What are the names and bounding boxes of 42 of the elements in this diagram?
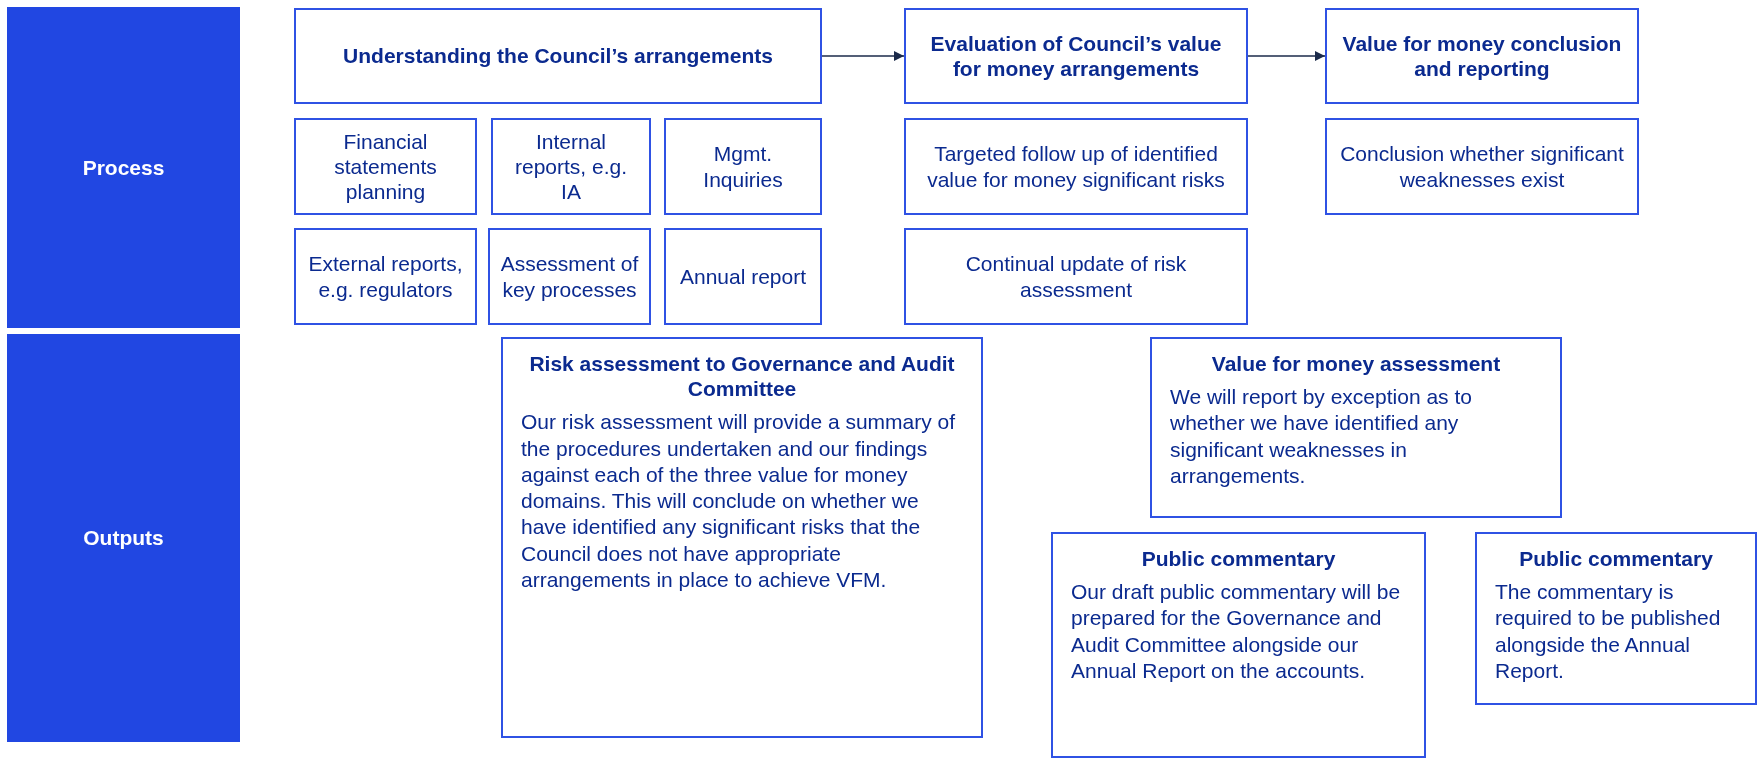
process-box bbox=[1325, 118, 1639, 215]
process-box bbox=[664, 228, 822, 325]
box-text: Targeted follow up of identified value for money significant risks bbox=[926, 141, 1226, 192]
box-heading: Value for money conclusion and reporting bbox=[1341, 30, 1623, 82]
stage-box bbox=[294, 8, 822, 104]
output-card bbox=[1051, 532, 1426, 758]
process-box bbox=[491, 118, 651, 215]
arrow bbox=[821, 51, 905, 61]
process-box bbox=[294, 228, 477, 325]
row-band bbox=[7, 7, 240, 328]
output-card bbox=[501, 337, 983, 738]
box-heading: Public commentary bbox=[1140, 546, 1337, 572]
process-box bbox=[664, 118, 822, 215]
row-label: Process bbox=[82, 155, 165, 180]
process-box bbox=[488, 228, 651, 325]
stage-box bbox=[904, 8, 1248, 104]
box-text: Internal reports, e.g. IA bbox=[513, 128, 629, 205]
box-text: Continual update of risk assessment bbox=[964, 251, 1188, 302]
output-card bbox=[1150, 337, 1562, 518]
box-text: We will report by exception as to whether we have identified any significant weaknesses in arrangements. bbox=[1170, 384, 1473, 489]
box-text: Conclusion whether significant weaknesses exist bbox=[1339, 141, 1625, 192]
box-heading: Value for money assessment bbox=[1210, 351, 1502, 377]
process-box bbox=[294, 118, 477, 215]
box-heading: Risk assessment to Governance and Audit Committee bbox=[528, 351, 956, 402]
box-text: Financial statements planning bbox=[333, 128, 438, 205]
row-band bbox=[7, 334, 240, 742]
box-heading: Understanding the Council’s arrangements bbox=[343, 43, 773, 69]
arrow bbox=[1247, 51, 1326, 61]
process-box bbox=[904, 228, 1248, 325]
stage-box bbox=[1325, 8, 1639, 104]
process-box bbox=[904, 118, 1248, 215]
box-text: Annual report bbox=[679, 263, 807, 290]
box-text: Mgmt. Inquiries bbox=[702, 141, 784, 192]
box-heading: Evaluation of Council’s value for money arrangements bbox=[929, 30, 1223, 82]
box-text: The commentary is required to be published alongside the Annual Report. bbox=[1495, 579, 1722, 684]
box-heading: Public commentary bbox=[1518, 546, 1714, 572]
box-text: Assessment of key processes bbox=[500, 251, 639, 302]
box-text: External reports, e.g. regulators bbox=[307, 251, 464, 302]
row-label: Outputs bbox=[83, 526, 164, 550]
box-text: Our risk assessment will provide a summary of the procedures undertaken and our findings against each of the three value for money domains. This will conclude on whether we have identified any significant risks that the Council does not have appropriate arrangements in place to achieve VFM. bbox=[521, 409, 957, 593]
box-text: Our draft public commentary will be prepared for the Governance and Audit Committee alongside our Annual Report on the accounts. bbox=[1071, 579, 1402, 684]
output-card bbox=[1475, 532, 1757, 705]
